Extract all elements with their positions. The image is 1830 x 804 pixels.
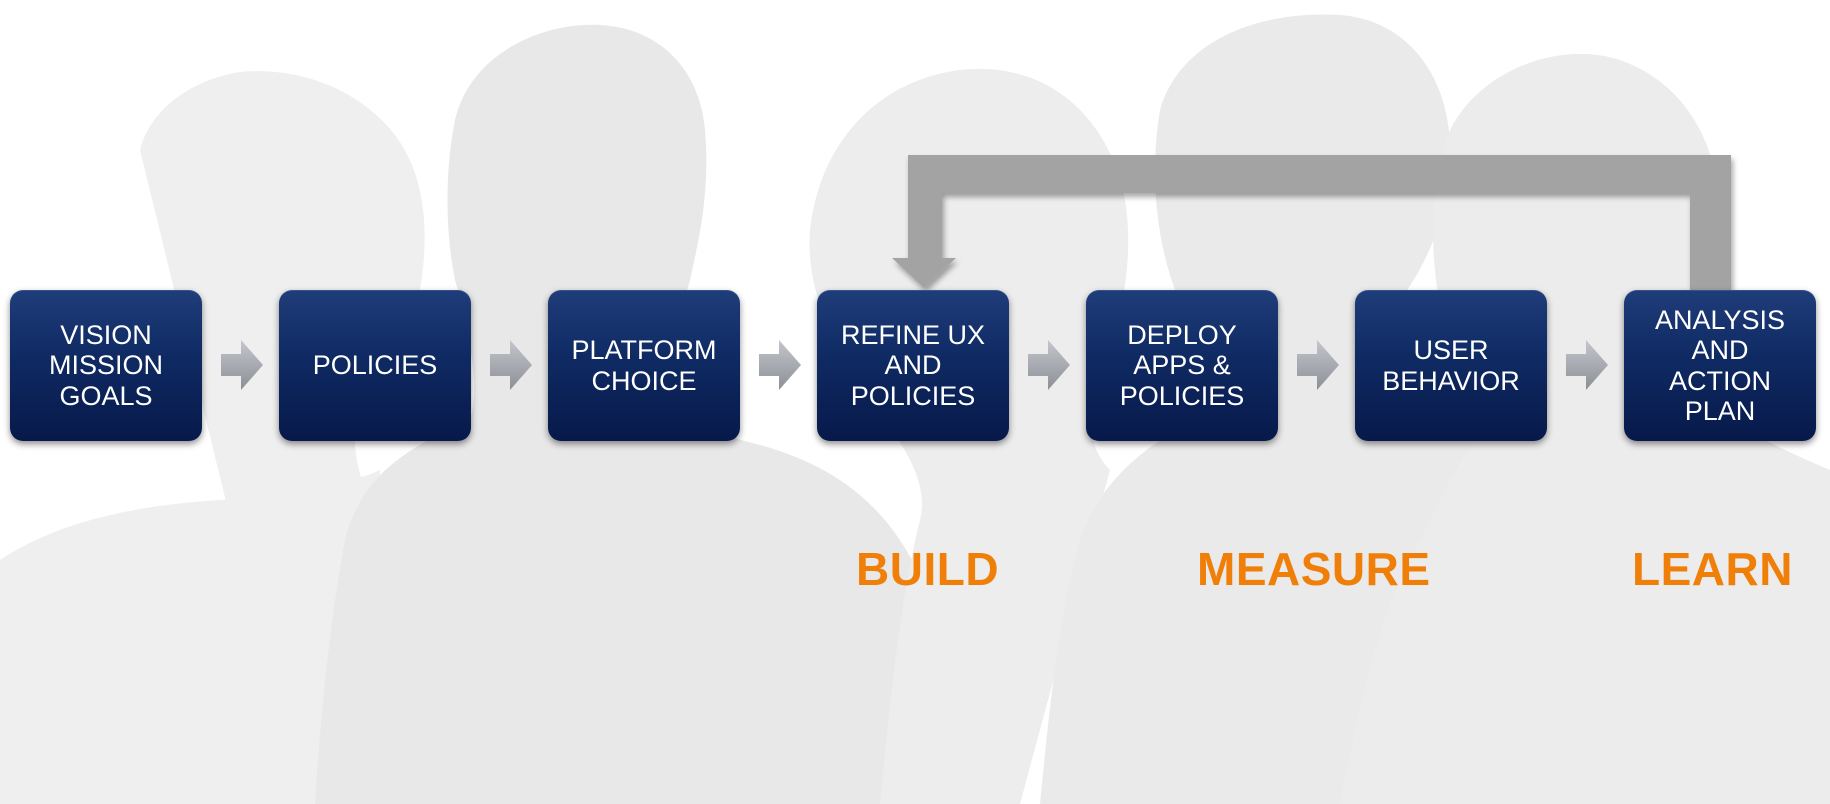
phase-label-learn: LEARN: [1632, 543, 1793, 595]
step-analysis-and-action-plan: ANALYSIS AND ACTION PLAN: [1624, 290, 1816, 441]
step-refine-ux-and-policies: REFINE UX AND POLICIES: [817, 290, 1009, 441]
step-label: DEPLOY APPS & POLICIES: [1119, 319, 1245, 411]
step-label: VISION MISSION GOALS: [48, 319, 163, 411]
step-vision-mission-goals: VISION MISSION GOALS: [10, 290, 202, 441]
step-label: USER BEHAVIOR: [1382, 335, 1520, 396]
step-deploy-apps-and-policies: DEPLOY APPS & POLICIES: [1086, 290, 1278, 441]
step-platform-choice: PLATFORM CHOICE: [548, 290, 740, 441]
step-label: POLICIES: [312, 350, 438, 381]
right-arrow-icon: [490, 340, 532, 390]
step-label: PLATFORM CHOICE: [571, 335, 717, 396]
silhouette-person-left: [0, 71, 425, 804]
step-user-behavior: USER BEHAVIOR: [1355, 290, 1547, 441]
step-label: REFINE UX AND POLICIES: [840, 319, 986, 411]
right-arrow-icon: [221, 340, 263, 390]
right-arrow-icon: [1028, 340, 1070, 390]
right-arrow-icon: [1566, 340, 1608, 390]
phase-label-build: BUILD: [856, 543, 1000, 595]
right-arrow-icon: [1297, 340, 1339, 390]
step-policies: POLICIES: [279, 290, 471, 441]
right-arrow-icon: [759, 340, 801, 390]
phase-label-measure: MEASURE: [1197, 543, 1431, 595]
step-label: ANALYSIS AND ACTION PLAN: [1654, 304, 1786, 427]
